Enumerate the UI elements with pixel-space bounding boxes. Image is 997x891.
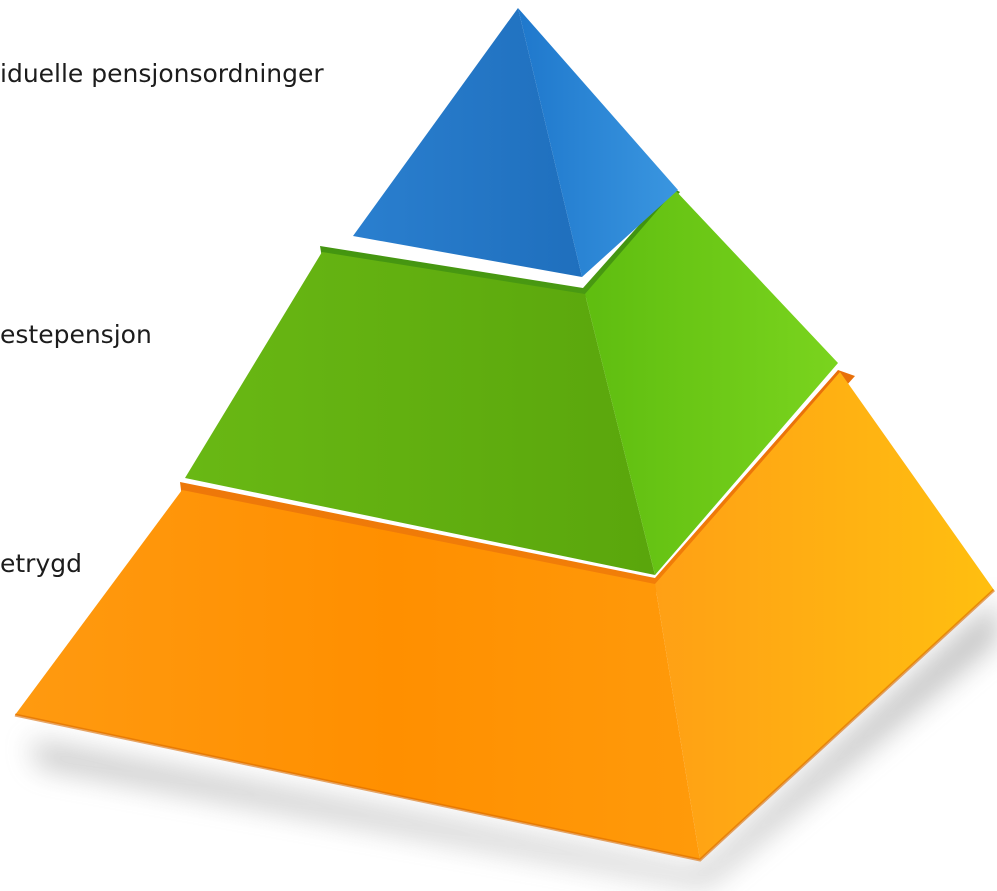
tier-top-front-face xyxy=(353,8,582,277)
pyramid-tier-middle xyxy=(185,188,838,575)
tier-middle-side-face xyxy=(585,190,838,575)
tier-bottom-side-face xyxy=(655,372,994,860)
pyramid-tier-bottom xyxy=(14,370,996,862)
pyramid-tier-top xyxy=(353,8,678,277)
tier-label-middle: estepensjon xyxy=(0,320,152,349)
tier-label-bottom: etrygd xyxy=(0,549,82,578)
tier-middle-front-face xyxy=(185,252,655,575)
tier-top-side-face xyxy=(518,8,678,277)
tier-bottom-front-face xyxy=(15,490,700,860)
tier-label-top: iduelle pensjonsordninger xyxy=(0,59,324,88)
